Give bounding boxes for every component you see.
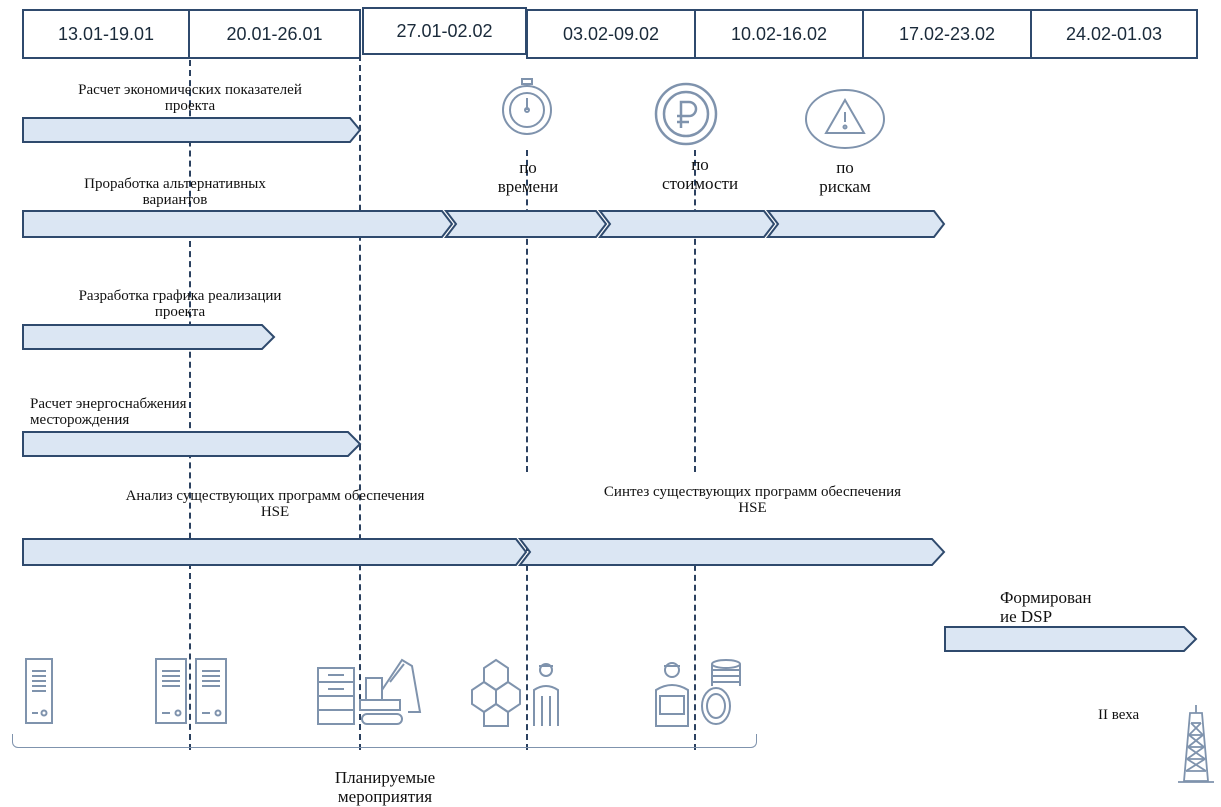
drilling-rig-icon bbox=[1176, 703, 1216, 790]
task-schedule-bar bbox=[22, 324, 282, 350]
excavator-icon bbox=[316, 656, 428, 733]
week-divider-4a bbox=[694, 150, 696, 472]
stopwatch-icon bbox=[497, 76, 557, 141]
week-header-1: 13.01-19.01 bbox=[22, 9, 190, 59]
week-header-7: 24.02-01.03 bbox=[1030, 9, 1198, 59]
week-divider-3a bbox=[526, 150, 528, 472]
planned-activities-bracket bbox=[12, 734, 757, 748]
week-header-4: 03.02-09.02 bbox=[526, 9, 696, 59]
task-hse-analysis-label: Анализ существующих программ обеспечения… bbox=[125, 488, 425, 520]
week-divider-4b bbox=[694, 545, 696, 750]
task-economics-bar bbox=[22, 117, 362, 143]
week-header-5: 10.02-16.02 bbox=[694, 9, 864, 59]
week-divider-2 bbox=[359, 55, 361, 750]
week-header-3: 27.01-02.02 bbox=[362, 7, 527, 55]
week-header-2: 20.01-26.01 bbox=[188, 9, 361, 59]
ruble-coin-icon bbox=[654, 82, 718, 151]
milestone-label: II веха bbox=[1098, 707, 1140, 723]
worker-coins-icon bbox=[652, 656, 748, 733]
week-header-6: 17.02-23.02 bbox=[862, 9, 1032, 59]
task-alternatives-bar bbox=[22, 210, 952, 238]
server-icon bbox=[24, 657, 54, 730]
task-energy-bar bbox=[22, 431, 362, 457]
warning-icon bbox=[804, 88, 886, 155]
week-divider-3b bbox=[526, 545, 528, 750]
task-hse-bar bbox=[22, 538, 952, 566]
week-divider-1 bbox=[189, 60, 191, 750]
server-rack-icon bbox=[154, 657, 228, 730]
task-hse-synthesis-label: Синтез существующих программ обеспечения… bbox=[603, 484, 902, 516]
cubes-worker-icon bbox=[468, 656, 568, 733]
task-dsp-bar bbox=[944, 626, 1204, 652]
